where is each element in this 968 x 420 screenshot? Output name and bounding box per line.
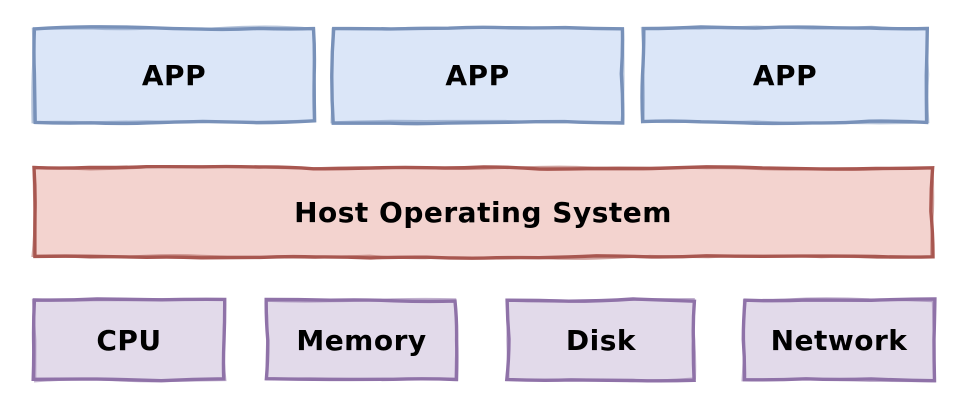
app-box-3-label: APP <box>752 58 818 92</box>
cpu-label: CPU <box>96 323 162 357</box>
disk-label: Disk <box>565 323 637 357</box>
memory-label: Memory <box>296 323 427 357</box>
hardware-box-network: Network <box>741 297 937 383</box>
hardware-box-cpu: CPU <box>31 297 227 383</box>
hardware-box-memory: Memory <box>264 297 459 383</box>
host-os-label: Host Operating System <box>294 196 672 229</box>
app-box-3: APP <box>640 25 930 126</box>
app-box-2: APP <box>330 25 625 126</box>
hardware-box-disk: Disk <box>504 297 697 383</box>
app-box-1-label: APP <box>141 58 207 92</box>
network-label: Network <box>770 323 908 357</box>
app-box-2-label: APP <box>445 58 510 92</box>
host-os-box: Host Operating System <box>31 164 935 260</box>
app-box-1: APP <box>31 25 317 126</box>
